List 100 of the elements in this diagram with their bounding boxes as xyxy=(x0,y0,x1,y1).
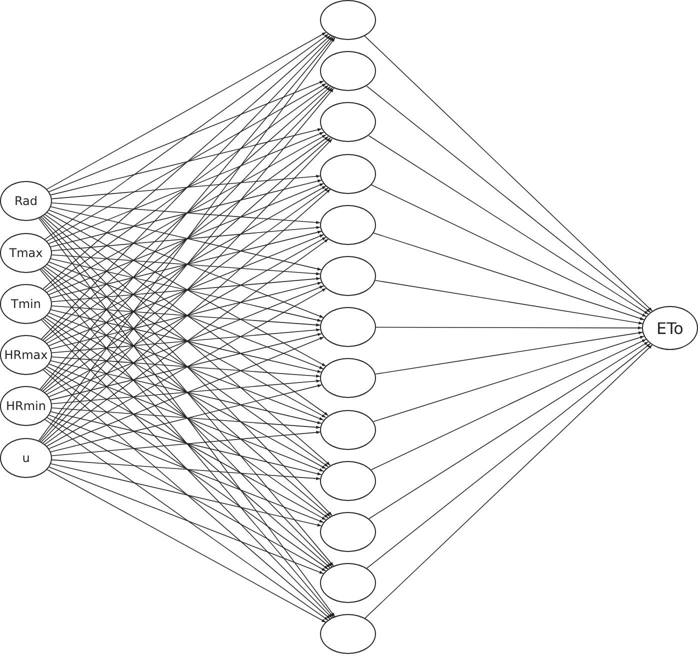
arrow xyxy=(366,86,651,313)
input-node-ellipse xyxy=(0,335,52,375)
arrow xyxy=(370,184,646,317)
arrow xyxy=(42,86,331,340)
arrow xyxy=(50,333,322,400)
neuron-ellipse xyxy=(320,0,376,40)
neuron-ellipse xyxy=(320,256,376,296)
arrow xyxy=(376,326,642,330)
arrow xyxy=(48,466,324,574)
arrow xyxy=(46,264,326,418)
arrow xyxy=(50,180,322,248)
arrow xyxy=(50,258,322,322)
arrow xyxy=(50,463,322,527)
neuron-ellipse xyxy=(320,563,376,604)
arrow xyxy=(44,187,329,393)
neuron-ellipse xyxy=(320,51,376,92)
neuron-ellipse xyxy=(320,614,376,654)
neuron-ellipse xyxy=(320,358,376,398)
arrow xyxy=(44,34,329,240)
arrow xyxy=(46,288,326,447)
arrow xyxy=(50,230,322,298)
arrow xyxy=(46,134,326,293)
arrow xyxy=(370,338,646,470)
arrow xyxy=(50,282,322,350)
arrow xyxy=(50,384,322,452)
neuron-ellipse xyxy=(320,307,376,348)
arrow xyxy=(51,174,321,200)
arrow xyxy=(42,138,331,392)
input-node-ellipse xyxy=(0,438,52,478)
arrow xyxy=(50,360,322,424)
arrow xyxy=(44,136,329,342)
arrow xyxy=(42,188,331,444)
arrow xyxy=(51,356,321,378)
arrow xyxy=(50,309,322,373)
arrow xyxy=(42,318,331,568)
output-node-ellipse xyxy=(642,306,698,350)
node-label: HRmin xyxy=(6,399,46,413)
arrow xyxy=(48,210,324,318)
node-label: Rad xyxy=(14,194,38,208)
arrow xyxy=(374,331,643,375)
arrow xyxy=(48,364,324,472)
arrow xyxy=(44,238,329,445)
arrow xyxy=(44,419,329,621)
arrow xyxy=(46,236,326,395)
arrow xyxy=(51,226,321,252)
arrow xyxy=(41,320,332,618)
neuron-ellipse xyxy=(320,512,376,552)
arrow xyxy=(50,411,322,476)
arrow xyxy=(52,459,321,480)
arrow xyxy=(368,135,649,315)
neuron-ellipse xyxy=(320,154,376,194)
node-label: Tmax xyxy=(9,246,43,260)
arrow xyxy=(42,268,331,517)
arrow xyxy=(374,280,643,325)
neuron-ellipse xyxy=(320,204,376,245)
arrow xyxy=(50,206,322,270)
node-label: ETo xyxy=(656,318,684,338)
arrow xyxy=(46,417,326,572)
node-label: Tmin xyxy=(11,297,41,311)
arrow xyxy=(46,32,326,190)
arrow xyxy=(46,212,326,367)
arrow xyxy=(48,336,324,450)
arrow xyxy=(368,341,649,520)
arrow xyxy=(44,214,329,416)
arrow xyxy=(51,305,321,326)
arrow xyxy=(51,202,321,224)
arrow xyxy=(48,312,324,420)
arrow xyxy=(46,366,326,520)
arrow xyxy=(41,216,332,516)
arrow xyxy=(41,36,333,340)
input-node-ellipse xyxy=(0,386,52,426)
arrow xyxy=(41,138,333,442)
arrow xyxy=(46,186,326,344)
arrow xyxy=(48,285,324,398)
arrow xyxy=(44,317,329,518)
node-label: HRmax xyxy=(4,348,48,362)
arrow xyxy=(46,315,326,469)
arrow xyxy=(46,83,326,242)
neuron-ellipse xyxy=(320,460,376,501)
arrow xyxy=(48,132,324,244)
arrow xyxy=(48,80,324,192)
input-node-ellipse xyxy=(0,233,52,273)
arrow xyxy=(44,85,329,291)
input-node-ellipse xyxy=(0,284,52,324)
arrow xyxy=(48,183,324,296)
input-node-ellipse xyxy=(0,181,52,221)
arrow xyxy=(364,344,653,619)
arrow xyxy=(51,408,321,429)
arrow xyxy=(52,254,321,276)
arrow xyxy=(366,343,651,569)
arrow xyxy=(42,216,331,466)
arrow xyxy=(364,36,653,312)
arrow xyxy=(44,266,328,468)
node-label: u xyxy=(22,451,30,465)
arrow xyxy=(51,380,321,404)
arrow xyxy=(373,232,644,320)
arrow xyxy=(44,368,329,570)
arrow xyxy=(51,277,321,302)
arrow xyxy=(48,414,324,523)
arrow xyxy=(46,469,326,623)
